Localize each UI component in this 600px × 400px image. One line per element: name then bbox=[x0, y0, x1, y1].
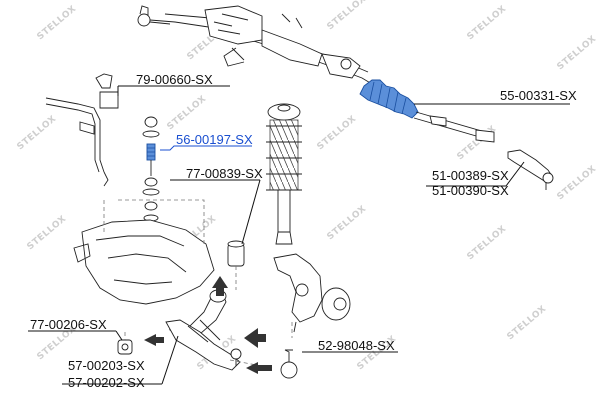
tie-rod-55-00331 bbox=[413, 111, 495, 143]
watermark-text: STELLOX bbox=[506, 304, 549, 342]
watermark-text: STELLOX bbox=[466, 4, 509, 42]
watermark-text: STELLOX bbox=[26, 214, 69, 252]
leader-lines bbox=[28, 85, 570, 385]
arm-ball-joint bbox=[230, 348, 242, 366]
arm-bushing-77-00206 bbox=[117, 339, 133, 355]
label-79-00660: 79-00660-SX bbox=[136, 72, 213, 87]
steering-knuckle bbox=[273, 253, 351, 333]
watermark-text: STELLOX bbox=[36, 4, 79, 42]
label-57-00202: 57-00202-SX bbox=[68, 375, 145, 390]
label-55-00331: 55-00331-SX bbox=[500, 88, 577, 103]
steering-boot bbox=[359, 79, 419, 119]
tie-rod-end-51-00389 bbox=[507, 149, 554, 190]
stabilizer-bushing-79-00660 bbox=[95, 73, 119, 109]
label-51-00390: 51-00390-SX bbox=[432, 183, 509, 198]
watermark-text: STELLOX bbox=[556, 34, 599, 72]
steering-rack bbox=[149, 5, 373, 85]
watermark-text: STELLOX bbox=[166, 94, 209, 132]
watermark-text: STELLOX bbox=[556, 164, 599, 202]
strut-mount-77-00839 bbox=[227, 240, 245, 267]
stabilizer-link-56-00197 bbox=[142, 116, 160, 222]
watermark-text: STELLOX bbox=[326, 0, 369, 32]
watermark-text: STELLOX bbox=[326, 204, 369, 242]
direction-arrows bbox=[144, 276, 272, 374]
ball-joint-52-98048 bbox=[280, 349, 298, 379]
subframe bbox=[73, 219, 215, 305]
label-51-00389: 51-00389-SX bbox=[432, 168, 509, 183]
label-56-00197: 56-00197-SX bbox=[176, 132, 253, 147]
label-52-98048: 52-98048-SX bbox=[318, 338, 395, 353]
watermark-text: STELLOX bbox=[466, 224, 509, 262]
label-57-00203: 57-00203-SX bbox=[68, 358, 145, 373]
label-77-00206: 77-00206-SX bbox=[30, 317, 107, 332]
watermark-text: STELLOX bbox=[16, 114, 59, 152]
stabilizer-bar bbox=[45, 97, 109, 187]
part-labels: 79-00660-SX 56-00197-SX 77-00839-SX 77-0… bbox=[30, 72, 577, 390]
label-77-00839: 77-00839-SX bbox=[186, 166, 263, 181]
watermark-text: STELLOX bbox=[316, 114, 359, 152]
strut-assembly bbox=[266, 103, 302, 245]
left-tie-rod-end bbox=[137, 5, 171, 27]
